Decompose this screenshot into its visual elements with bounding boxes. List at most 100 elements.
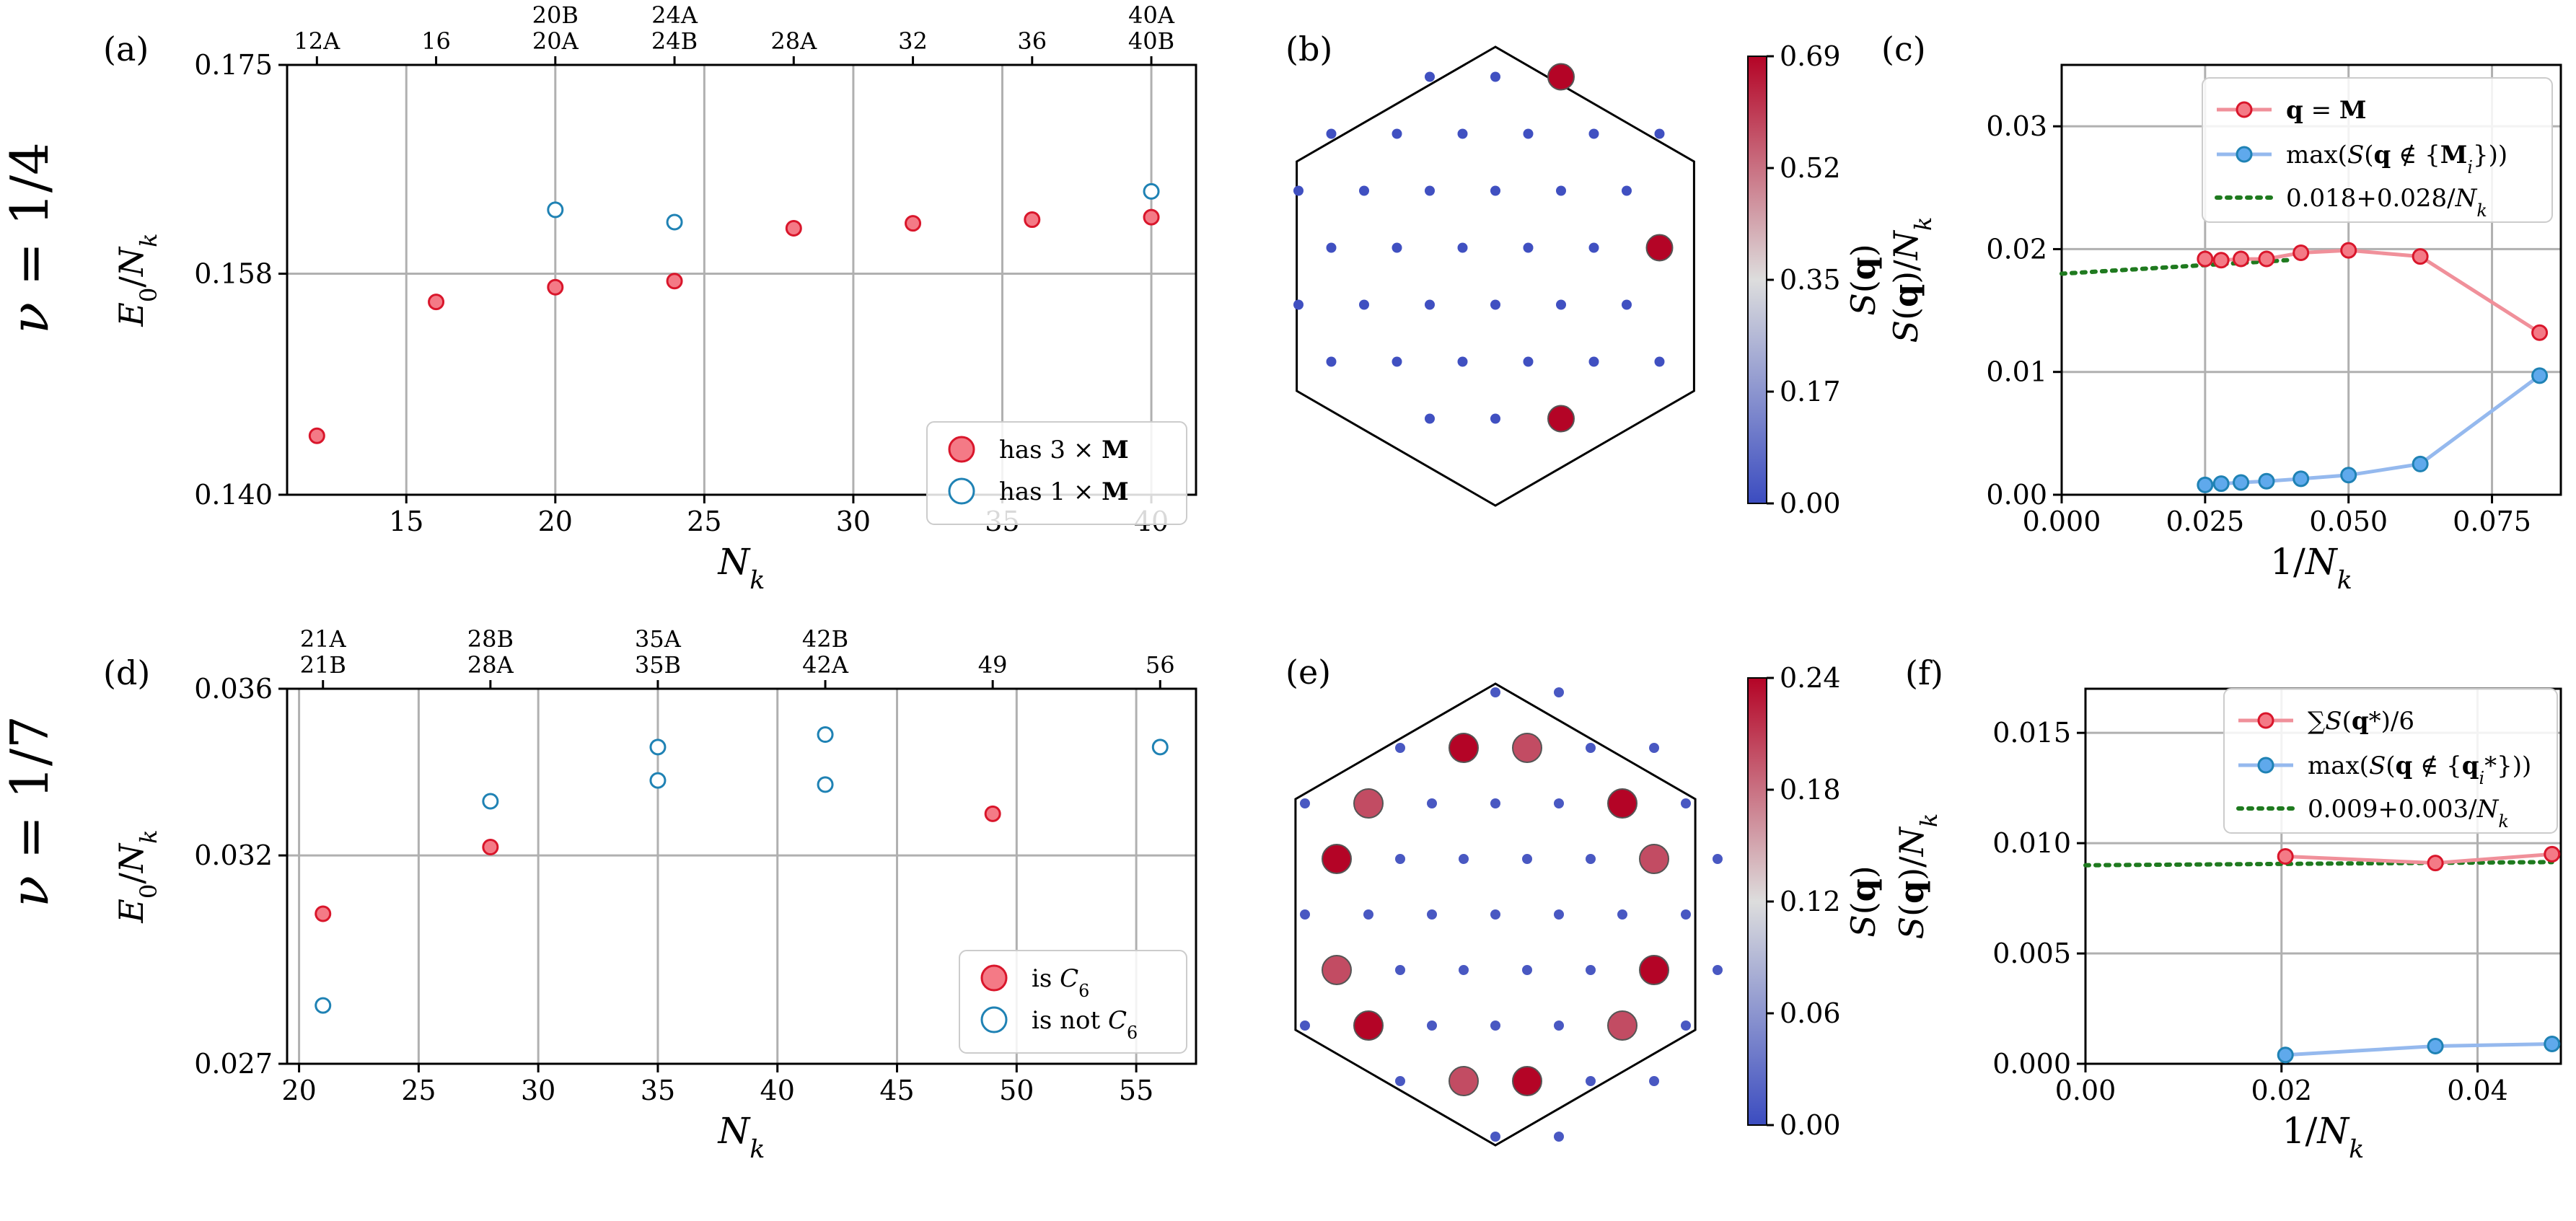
- colorbar-tick-label: 0.18: [1780, 774, 1841, 806]
- data-point-filled: [984, 805, 1001, 822]
- y-tick-label: 0.140: [194, 479, 273, 511]
- structure-factor-point: [1554, 909, 1564, 920]
- top-tick-label: 20B: [532, 1, 579, 29]
- colorbar-tick-label: 0.24: [1780, 662, 1841, 694]
- structure-factor-point: [1523, 356, 1534, 367]
- axes-frame: [2060, 63, 2562, 496]
- structure-factor-point: [1427, 798, 1437, 808]
- x-tick-label: 0.050: [2309, 506, 2388, 537]
- data-point-open: [315, 997, 332, 1014]
- structure-factor-point: [1300, 1021, 1310, 1031]
- top-tick-label: 40B: [1128, 27, 1174, 55]
- legend-box: [2202, 77, 2553, 223]
- panel-label: (f): [1905, 653, 1943, 692]
- x-axis-label: Nk: [718, 1110, 765, 1164]
- top-tick-label: 28A: [770, 27, 817, 55]
- colorbar-label: S(q): [1844, 865, 1883, 938]
- structure-factor-point: [1449, 1066, 1479, 1096]
- top-tick-label: 49: [978, 651, 1008, 679]
- data-point-blue: [2340, 467, 2357, 484]
- structure-factor-point: [1395, 965, 1405, 975]
- legend-label-2: max(S(q ∉ {Mi})): [2286, 141, 2507, 177]
- data-point-red: [2427, 855, 2444, 872]
- y-tick-label: 0.005: [1992, 938, 2071, 969]
- panel-label: (d): [103, 653, 150, 692]
- x-tick-label: 55: [1119, 1075, 1153, 1106]
- colorbar-tick-label: 0.00: [1780, 488, 1841, 519]
- legend-marker-filled: [980, 964, 1008, 992]
- colorbar-tick-label: 0.17: [1780, 376, 1841, 407]
- structure-factor-point: [1459, 965, 1469, 975]
- structure-factor-point: [1649, 1076, 1659, 1086]
- structure-factor-point: [1359, 185, 1369, 196]
- y-tick-label: 0.036: [194, 673, 273, 705]
- data-point-blue: [2258, 472, 2275, 490]
- structure-factor-point: [1681, 909, 1691, 920]
- row-label-2: ν = 1/7: [0, 715, 60, 907]
- structure-factor-point: [1556, 185, 1566, 196]
- top-tick-label: 12A: [294, 27, 340, 55]
- structure-factor-point: [1363, 909, 1373, 920]
- fit-line: [2083, 860, 2554, 868]
- data-point-open: [1151, 739, 1169, 756]
- legend-label-2: is not C6: [1032, 1006, 1138, 1043]
- structure-factor-point: [1326, 242, 1337, 253]
- x-tick-label: 15: [389, 506, 423, 537]
- legend-box: [959, 950, 1187, 1054]
- structure-factor-point: [1490, 798, 1500, 808]
- legend-label-3: 0.018+0.028/Nk: [2286, 184, 2487, 221]
- structure-factor-point: [1300, 798, 1310, 808]
- legend-label-3: 0.009+0.003/Nk: [2308, 795, 2509, 832]
- structure-factor-point: [1622, 185, 1632, 196]
- x-tick-label: 35: [641, 1075, 675, 1106]
- panel-a: 1520253035400.1400.1580.17512A1620B20A24…: [103, 1, 1197, 595]
- y-tick-label: 0.000: [1992, 1048, 2071, 1080]
- legend-marker-blue: [2257, 757, 2274, 774]
- data-point-blue: [2427, 1038, 2444, 1055]
- top-tick-label: 42B: [802, 625, 848, 653]
- data-point-red: [2293, 244, 2310, 262]
- structure-factor-point: [1427, 1021, 1437, 1031]
- structure-factor-point: [1427, 909, 1437, 920]
- y-tick-label: 0.02: [1986, 233, 2047, 265]
- x-tick-label: 45: [879, 1075, 914, 1106]
- structure-factor-point: [1654, 356, 1665, 367]
- data-point-red: [2212, 252, 2230, 269]
- legend-marker-red: [2257, 712, 2274, 729]
- panel-b: 0.000.170.350.520.69S(q)(b): [1285, 30, 1883, 519]
- legend-box: [926, 421, 1187, 525]
- top-tick-label: 56: [1146, 651, 1175, 679]
- x-tick-label: 25: [401, 1075, 436, 1106]
- structure-factor-point: [1512, 1066, 1542, 1096]
- y-tick-label: 0.00: [1986, 479, 2047, 511]
- structure-factor-point: [1586, 1076, 1596, 1086]
- structure-factor-point: [1300, 909, 1310, 920]
- x-axis-label: 1/Nk: [2282, 1110, 2365, 1164]
- legend-label-1: has 3 × M: [999, 436, 1129, 464]
- structure-factor-point: [1554, 1021, 1564, 1031]
- y-tick-label: 0.027: [194, 1048, 273, 1080]
- legend-marker-red: [2236, 101, 2253, 118]
- top-tick-label: 40A: [1128, 1, 1175, 29]
- axes-frame: [286, 687, 1197, 1065]
- data-point-blue: [2277, 1046, 2294, 1064]
- top-tick-label: 21A: [300, 625, 347, 653]
- panel-label: (a): [103, 30, 149, 69]
- legend-label-1: is C6: [1032, 964, 1089, 1001]
- structure-factor-point: [1395, 743, 1405, 753]
- colorbar-tick-label: 0.06: [1780, 997, 1841, 1029]
- structure-factor-point: [1607, 1010, 1638, 1041]
- x-tick-label: 20: [538, 506, 573, 537]
- colorbar-tick-label: 0.00: [1780, 1109, 1841, 1141]
- structure-factor-point: [1490, 185, 1500, 196]
- data-point-filled: [1024, 211, 1041, 229]
- data-point-filled: [482, 839, 499, 856]
- x-tick-label: 25: [687, 506, 721, 537]
- structure-factor-point: [1681, 1021, 1691, 1031]
- structure-factor-point: [1353, 788, 1384, 819]
- panel-label: (b): [1285, 30, 1332, 69]
